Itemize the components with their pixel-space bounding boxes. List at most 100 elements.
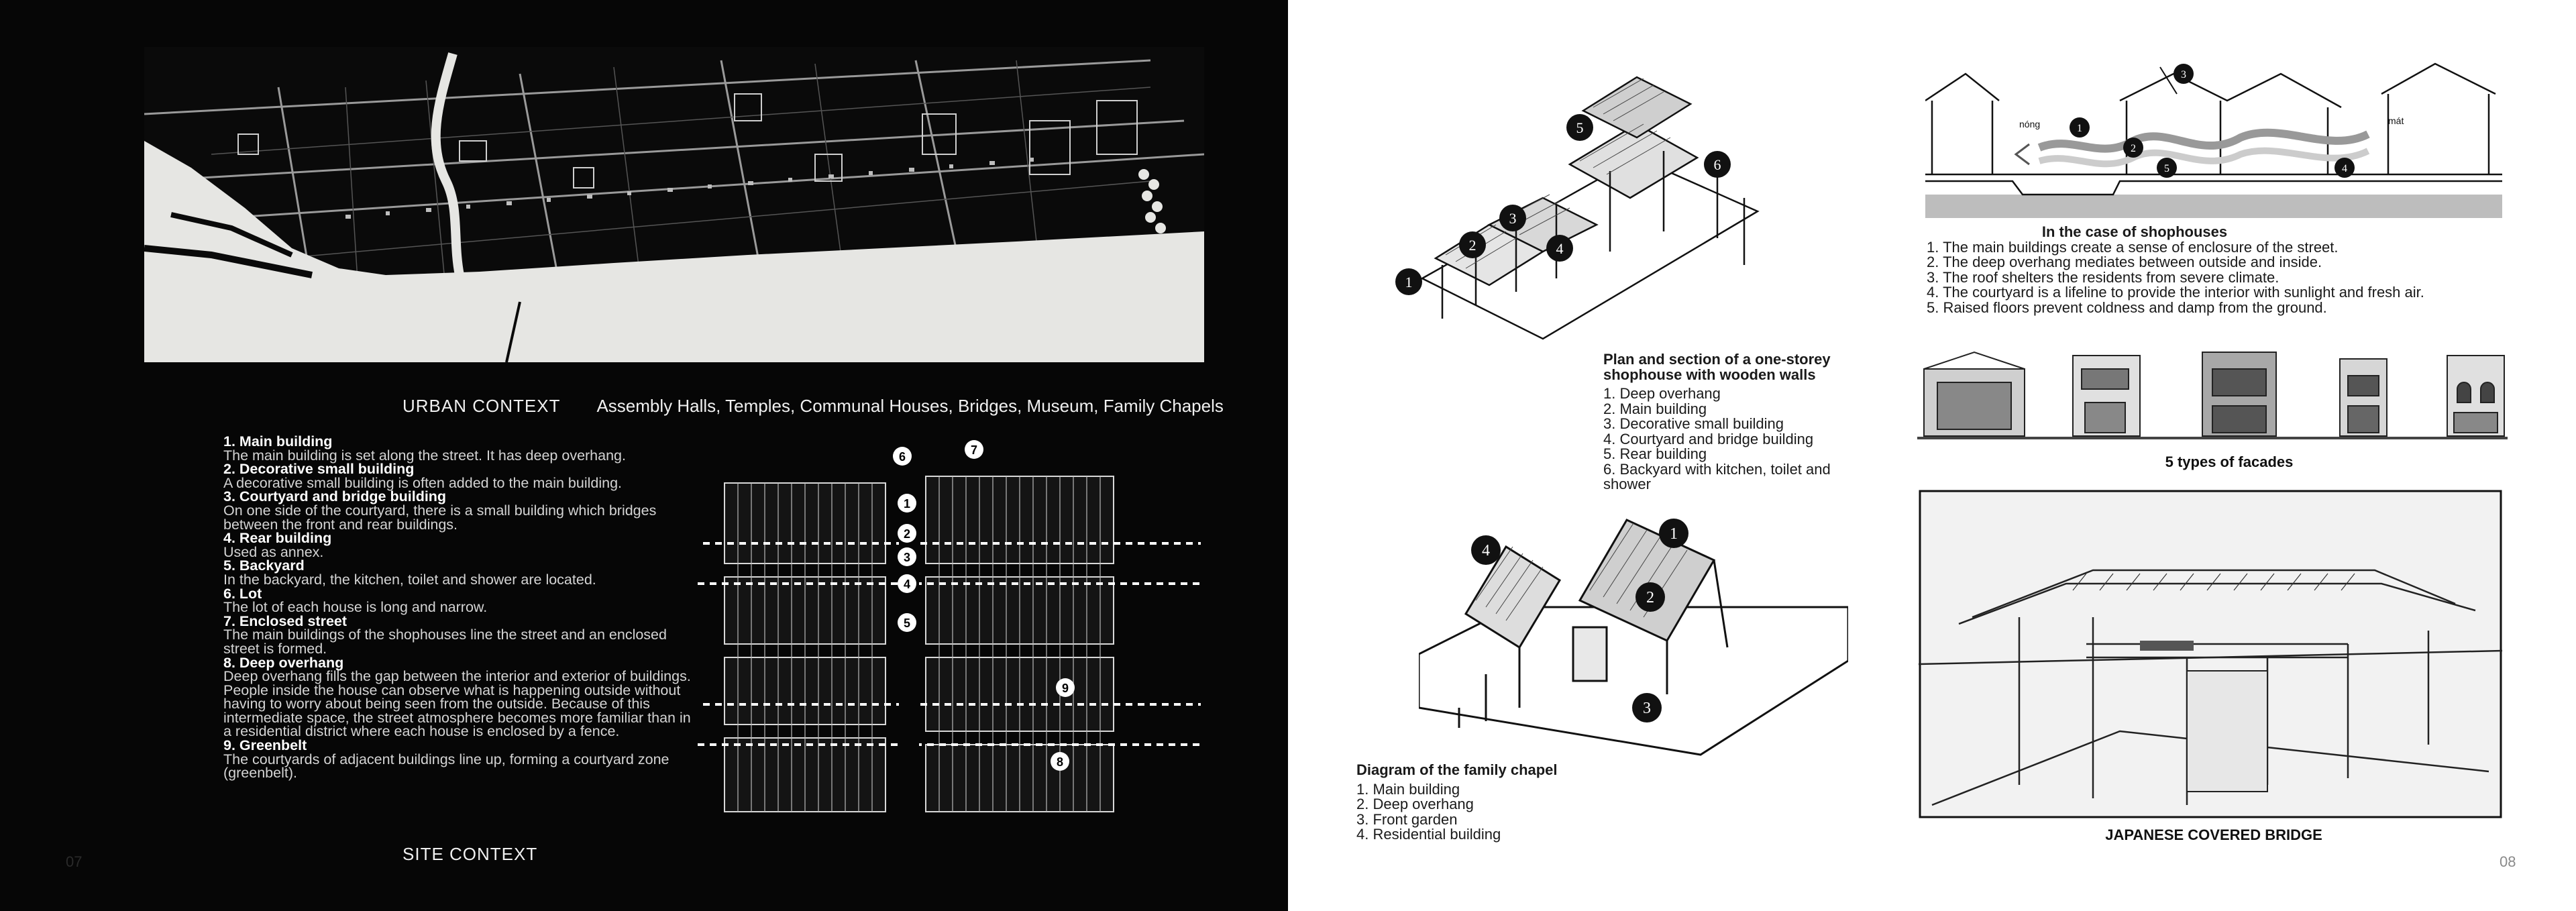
climate-marker: 1 — [2070, 117, 2090, 138]
list-item: 4. Residential building — [1356, 826, 1501, 843]
svg-text:3: 3 — [1643, 700, 1651, 717]
site-marker: 4 — [898, 574, 916, 593]
svg-text:2: 2 — [2131, 143, 2136, 154]
climate-section: nóng mát 1 2 3 4 5 — [1925, 60, 2502, 218]
shophouse-marker: 5 — [1566, 114, 1593, 141]
list-item: 1. The main buildings create a sense of … — [1927, 238, 2339, 256]
climate-marker: 2 — [2123, 138, 2143, 158]
list-item: 3. Front garden — [1356, 810, 1458, 828]
bridge-drawing — [1919, 490, 2502, 818]
page-number-right: 08 — [2500, 853, 2516, 870]
svg-text:4: 4 — [904, 578, 910, 591]
climate-label-hot: nóng — [2019, 119, 2040, 129]
list-item: 2. Main building — [1603, 400, 1707, 417]
svg-text:5: 5 — [2164, 163, 2169, 174]
climate-marker: 4 — [2334, 158, 2355, 178]
list-item: 5. Rear building — [1603, 445, 1707, 462]
facade-3 — [2202, 352, 2277, 437]
svg-text:6: 6 — [1714, 156, 1721, 173]
page-number-left: 07 — [66, 853, 83, 870]
svg-text:4: 4 — [1556, 240, 1564, 257]
svg-text:4: 4 — [2342, 163, 2347, 174]
shophouse-case-list: In the case of shophouses 1. The main bu… — [1927, 223, 2504, 316]
list-item: 3. Decorative small building — [1603, 415, 1784, 432]
chapel-markers: 1 2 3 4 — [1471, 519, 1688, 722]
family-chapel-drawing: 1 2 3 4 — [1419, 506, 1848, 758]
climate-markers: 1 2 3 4 5 — [2070, 64, 2355, 178]
svg-text:7: 7 — [971, 443, 977, 457]
climate-marker: 3 — [2174, 64, 2194, 84]
site-marker: 7 — [965, 440, 983, 459]
svg-text:1: 1 — [2077, 123, 2082, 134]
facade-2 — [2072, 355, 2141, 437]
shophouse-markers: 1 2 3 4 5 6 — [1395, 114, 1731, 295]
urban-context-caption: URBAN CONTEXT Assembly Halls, Temples, C… — [402, 396, 1224, 417]
svg-text:2: 2 — [904, 527, 910, 541]
shophouse-heading: Plan and section of a one-storey shophou… — [1603, 351, 1831, 383]
site-marker: 5 — [898, 613, 916, 632]
facade-4 — [2339, 358, 2387, 437]
site-marker: 1 — [898, 494, 916, 513]
urban-context-subtitle: Assembly Halls, Temples, Communal Houses… — [596, 396, 1224, 416]
urban-map-drawing — [144, 47, 1204, 362]
japanese-bridge-sketch — [1919, 490, 2502, 818]
site-plan: 1 2 3 4 5 6 7 8 9 — [698, 436, 1201, 839]
site-marker: 8 — [1051, 752, 1069, 771]
shophouse-list: Plan and section of a one-storey shophou… — [1603, 352, 1858, 492]
facade-types — [1917, 349, 2508, 443]
chapel-marker: 4 — [1471, 535, 1501, 565]
svg-text:3: 3 — [2181, 69, 2186, 81]
svg-text:3: 3 — [1509, 210, 1517, 227]
list-item: 1. Deep overhang — [1603, 385, 1721, 402]
shophouse-marker: 6 — [1704, 151, 1731, 178]
family-chapel-heading: Diagram of the family chapel — [1356, 761, 1558, 778]
left-page: URBAN CONTEXT Assembly Halls, Temples, C… — [0, 0, 1288, 911]
svg-text:6: 6 — [899, 450, 906, 464]
urban-context-map — [144, 47, 1204, 362]
site-marker: 6 — [893, 447, 912, 466]
site-marker: 3 — [898, 547, 916, 566]
svg-text:4: 4 — [1482, 542, 1490, 559]
svg-text:2: 2 — [1469, 237, 1477, 254]
chapel-marker: 2 — [1635, 582, 1665, 612]
list-item: 1. Main building — [1356, 780, 1460, 798]
svg-text:1: 1 — [1670, 525, 1678, 543]
right-page: 1 2 3 4 5 6 Plan and section of a one-st… — [1288, 0, 2576, 911]
facade-drawings — [1917, 351, 2508, 439]
list-item: 4. The courtyard is a lifeline to provid… — [1927, 284, 2424, 301]
shophouse-case-heading: In the case of shophouses — [2041, 223, 2228, 240]
list-item: 2. The deep overhang mediates between ou… — [1927, 254, 2322, 270]
svg-text:9: 9 — [1062, 682, 1069, 695]
list-item: 5. Raised floors prevent coldness and da… — [1927, 299, 2327, 316]
facade-1 — [1923, 351, 2025, 437]
svg-text:1: 1 — [904, 497, 910, 511]
bridge-caption: JAPANESE COVERED BRIDGE — [2105, 826, 2322, 843]
site-plan-markers: 1 2 3 4 5 6 7 8 9 — [893, 440, 1075, 771]
shophouse-marker: 1 — [1395, 268, 1422, 295]
list-item: 4. Courtyard and bridge building — [1603, 430, 1814, 447]
climate-label-cool: mát — [2388, 115, 2404, 126]
svg-text:5: 5 — [1576, 119, 1584, 136]
svg-text:2: 2 — [1646, 589, 1654, 606]
list-item: 6. Backyard with kitchen, toilet and sho… — [1603, 460, 1831, 492]
site-plan-drawing: 1 2 3 4 5 6 7 8 9 — [698, 436, 1201, 839]
shophouse-axonometric: 1 2 3 4 5 6 — [1382, 64, 1784, 352]
shophouse-drawing: 1 2 3 4 5 6 — [1395, 76, 1760, 340]
svg-text:5: 5 — [904, 617, 910, 630]
svg-text:1: 1 — [1405, 274, 1413, 290]
chapel-marker: 3 — [1632, 693, 1662, 722]
facades-caption: 5 types of facades — [2165, 453, 2294, 470]
shophouse-marker: 2 — [1459, 231, 1486, 258]
shophouse-marker: 3 — [1499, 205, 1526, 231]
list-item: 2. Deep overhang — [1356, 796, 1474, 812]
shophouse-marker: 4 — [1546, 235, 1573, 262]
